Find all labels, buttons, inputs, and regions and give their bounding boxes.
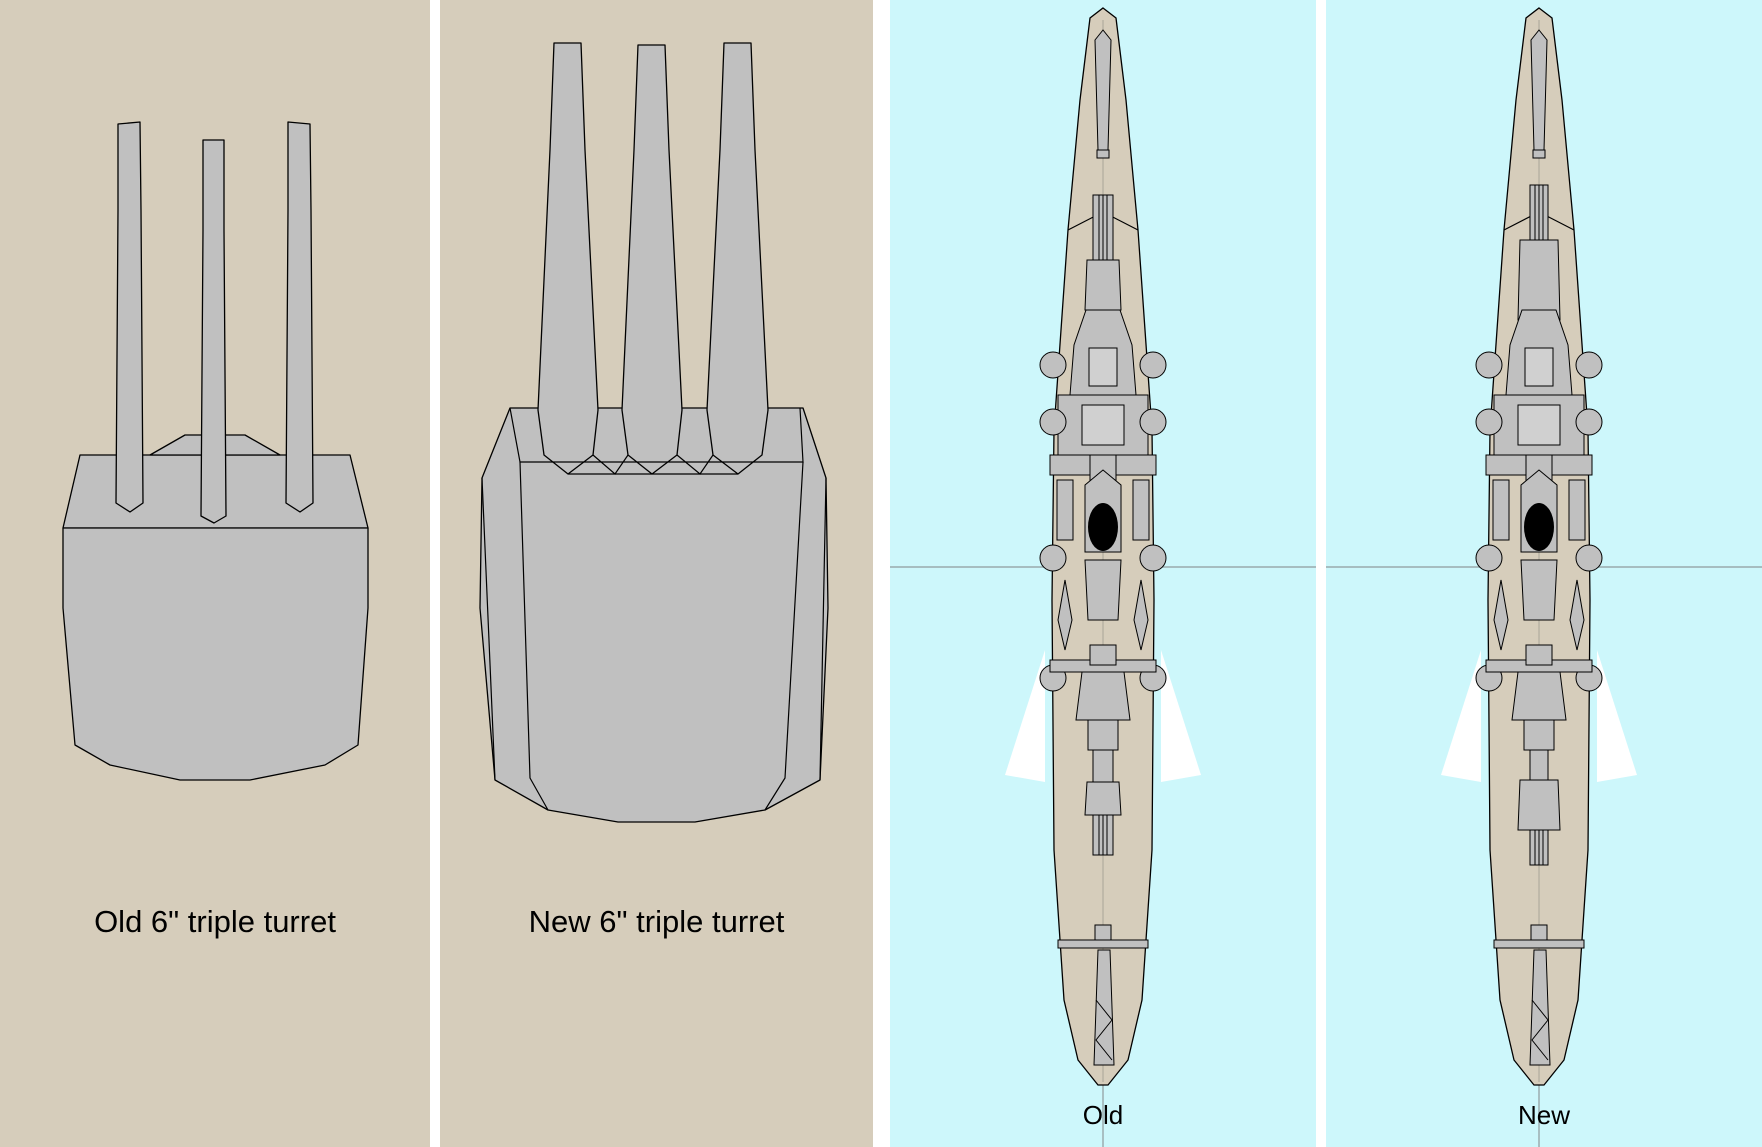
new-ship-panel: New bbox=[1326, 0, 1762, 1147]
new-turret-caption: New 6" triple turret bbox=[528, 904, 785, 939]
old-ship-turret-a bbox=[1084, 194, 1122, 311]
new-turret-panel: New 6" triple turret bbox=[440, 0, 873, 1147]
new-ship-turret-x bbox=[1517, 749, 1561, 866]
new-turret-gun-right bbox=[706, 42, 769, 475]
old-turret-gun-center bbox=[200, 139, 227, 524]
new-turret-gun-left bbox=[537, 42, 599, 475]
old-ship-caption: Old bbox=[1082, 1100, 1124, 1130]
new-ship-drawing bbox=[1326, 7, 1762, 1147]
old-ship-turret-x bbox=[1084, 749, 1122, 856]
old-turret-gun-right bbox=[285, 121, 314, 513]
new-turret-gun-center bbox=[621, 44, 683, 475]
old-turret-panel: Old 6" triple turret bbox=[0, 0, 430, 1147]
old-turret-body bbox=[62, 527, 369, 781]
old-turret-gun-left bbox=[115, 121, 144, 513]
new-turret-drawing bbox=[479, 42, 829, 823]
old-ship-panel: Old bbox=[890, 0, 1316, 1147]
old-turret-caption: Old 6" triple turret bbox=[94, 904, 336, 939]
new-ship-turret-a bbox=[1517, 184, 1561, 321]
old-ship-drawing bbox=[890, 7, 1316, 1147]
new-ship-caption: New bbox=[1517, 1100, 1570, 1130]
old-turret-drawing bbox=[62, 121, 369, 781]
